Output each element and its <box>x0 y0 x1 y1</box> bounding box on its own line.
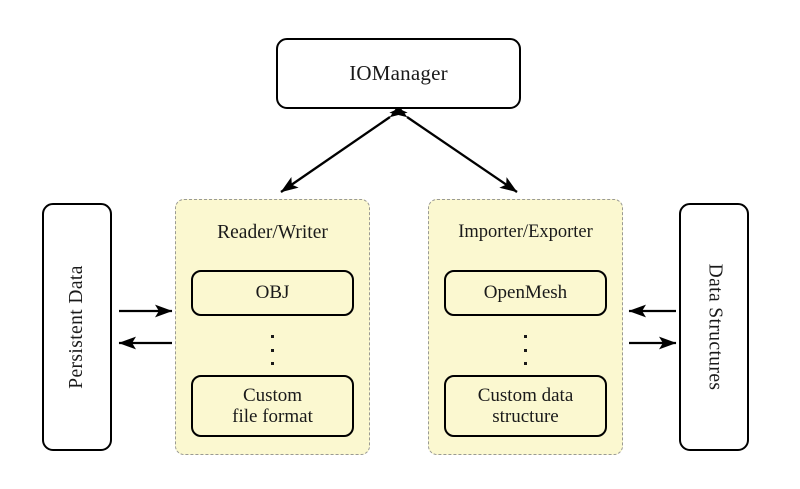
persistent-data-label: Persistent Data <box>66 265 88 389</box>
item-custom-data-structure-line1: Custom data <box>477 384 574 406</box>
arrow-manager-importer-exporter <box>389 102 518 193</box>
item-obj-label: OBJ <box>255 282 290 304</box>
item-obj[interactable]: OBJ <box>191 270 354 316</box>
panel-importer-exporter[interactable]: Importer/Exporter OpenMesh Custom data s… <box>428 199 623 455</box>
panel-reader-writer-title: Reader/Writer <box>217 222 328 243</box>
item-openmesh-label: OpenMesh <box>483 282 568 304</box>
node-iomanager[interactable]: IOManager <box>276 38 521 109</box>
item-custom-data-structure-label: Custom data structure <box>478 385 574 428</box>
importer-exporter-ellipsis-icon <box>429 331 622 369</box>
panel-reader-writer[interactable]: Reader/Writer OBJ Custom file format <box>175 199 370 455</box>
node-persistent-data[interactable]: Persistent Data <box>42 203 112 451</box>
panel-importer-exporter-title: Importer/Exporter <box>458 222 593 242</box>
item-custom-file-format-line1: Custom <box>242 384 303 406</box>
item-custom-data-structure[interactable]: Custom data structure <box>444 375 607 437</box>
item-custom-data-structure-line2: structure <box>492 406 559 427</box>
arrow-manager-reader-writer <box>280 102 408 193</box>
item-custom-file-format-line2: file format <box>232 406 313 427</box>
item-openmesh[interactable]: OpenMesh <box>444 270 607 316</box>
item-custom-file-format[interactable]: Custom file format <box>191 375 354 437</box>
node-data-structures[interactable]: Data Structures <box>679 203 749 451</box>
iomanager-label: IOManager <box>349 61 448 85</box>
data-structures-label: Data Structures <box>704 263 726 391</box>
item-custom-file-format-label: Custom file format <box>232 385 313 428</box>
reader-writer-ellipsis-icon <box>176 331 369 369</box>
